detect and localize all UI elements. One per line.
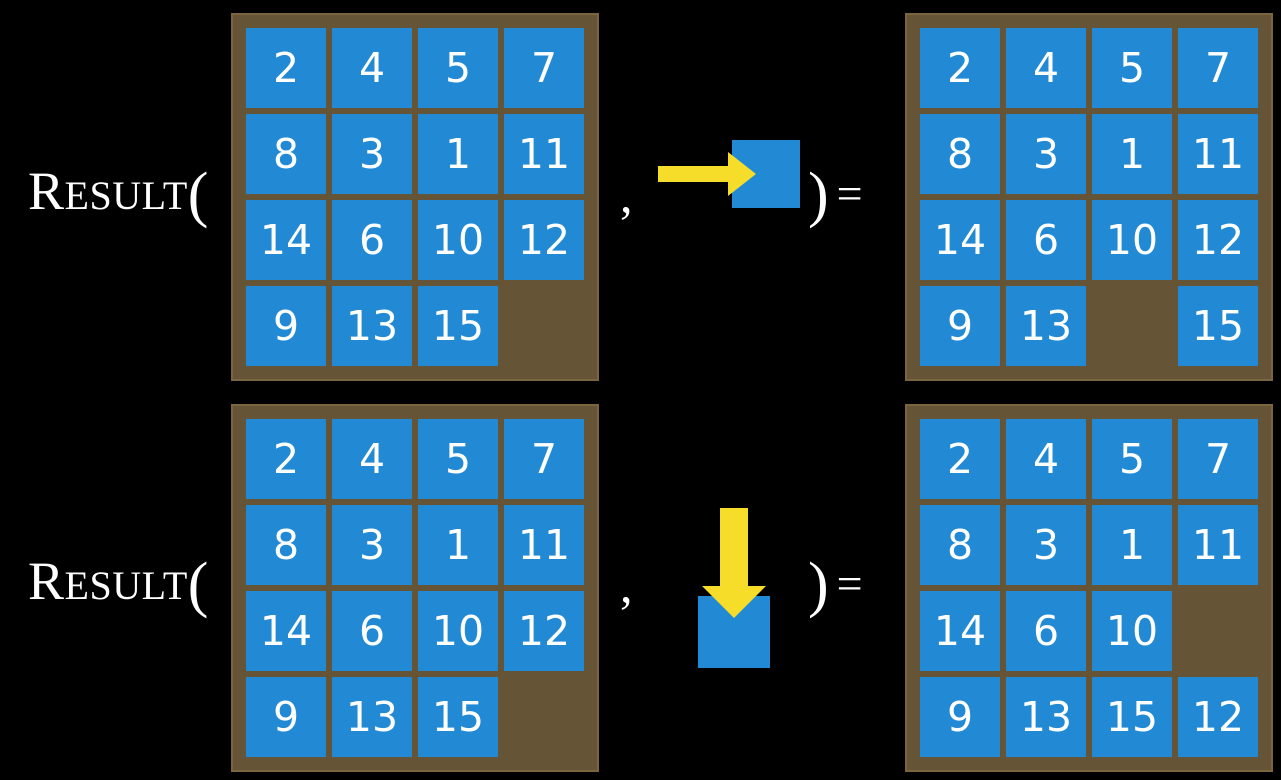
arrow-right-icon — [658, 140, 800, 208]
puzzle-tile: 5 — [1092, 419, 1172, 499]
puzzle-tile: 8 — [246, 114, 326, 194]
equals-sign: = — [836, 558, 863, 609]
puzzle-tile: 12 — [504, 591, 584, 671]
puzzle-tile: 10 — [1092, 200, 1172, 280]
puzzle-tile: 9 — [920, 286, 1000, 366]
puzzle-tile: 3 — [332, 114, 412, 194]
puzzle-tile: 9 — [920, 677, 1000, 757]
result-function-label-row-1: RESULT( — [28, 554, 209, 616]
puzzle-tile: 11 — [504, 505, 584, 585]
puzzle-tile: 13 — [332, 286, 412, 366]
puzzle-tile: 1 — [1092, 114, 1172, 194]
puzzle-blank-cell — [1178, 591, 1258, 671]
open-paren: ( — [187, 161, 209, 229]
puzzle-tile: 11 — [1178, 114, 1258, 194]
puzzle-tile: 3 — [1006, 505, 1086, 585]
puzzle-tile: 5 — [418, 28, 498, 108]
move-indicator-down-row-1 — [690, 500, 800, 670]
puzzle-tile: 13 — [1006, 677, 1086, 757]
argument-separator-comma-row-0: , — [620, 167, 633, 223]
puzzle-tile: 4 — [332, 419, 412, 499]
puzzle-tile: 14 — [246, 200, 326, 280]
puzzle-tile: 5 — [418, 419, 498, 499]
puzzle-blank-cell — [1092, 286, 1172, 366]
puzzle-tile: 14 — [920, 591, 1000, 671]
puzzle-tile: 14 — [920, 200, 1000, 280]
puzzle-tile: 12 — [1178, 200, 1258, 280]
close-paren-and-equals-row-0: )= — [808, 164, 863, 226]
puzzle-tile: 2 — [920, 419, 1000, 499]
puzzle-tile: 6 — [332, 200, 412, 280]
close-paren: ) — [808, 161, 829, 229]
puzzle-tile: 8 — [920, 114, 1000, 194]
result-label-rest: ESULT — [64, 173, 188, 218]
puzzle-tile: 9 — [246, 677, 326, 757]
puzzle-tile: 10 — [418, 591, 498, 671]
puzzle-tile: 8 — [920, 505, 1000, 585]
puzzle-tile: 7 — [1178, 419, 1258, 499]
move-indicator-right-row-0 — [652, 140, 800, 250]
puzzle-tile: 6 — [332, 591, 412, 671]
puzzle-tile: 1 — [1092, 505, 1172, 585]
puzzle-tile: 10 — [1092, 591, 1172, 671]
puzzle-blank-cell — [504, 677, 584, 757]
puzzle-tile: 15 — [1178, 286, 1258, 366]
result-label-initial: R — [28, 551, 65, 611]
puzzle-tile: 8 — [246, 505, 326, 585]
equals-sign: = — [836, 168, 863, 219]
puzzle-tile: 1 — [418, 114, 498, 194]
open-paren: ( — [187, 551, 209, 619]
puzzle-tile: 6 — [1006, 200, 1086, 280]
close-paren: ) — [808, 551, 829, 619]
puzzle-tile: 1 — [418, 505, 498, 585]
arrow-right-glyph — [658, 152, 756, 196]
puzzle-tile: 11 — [504, 114, 584, 194]
puzzle-tile: 4 — [1006, 28, 1086, 108]
puzzle-tile: 13 — [332, 677, 412, 757]
puzzle-tile: 2 — [246, 28, 326, 108]
result-function-label-row-0: RESULT( — [28, 164, 209, 226]
puzzle-tile: 7 — [504, 28, 584, 108]
puzzle-tile: 11 — [1178, 505, 1258, 585]
argument-separator-comma-row-1: , — [620, 557, 633, 613]
puzzle-tile: 15 — [418, 286, 498, 366]
puzzle-tile: 4 — [1006, 419, 1086, 499]
puzzle-tile: 12 — [504, 200, 584, 280]
puzzle-tile: 9 — [246, 286, 326, 366]
puzzle-tile: 10 — [418, 200, 498, 280]
arrow-down-icon — [698, 508, 770, 668]
puzzle-tile: 15 — [1092, 677, 1172, 757]
puzzle-tile: 13 — [1006, 286, 1086, 366]
puzzle-tile: 3 — [1006, 114, 1086, 194]
puzzle-tile: 6 — [1006, 591, 1086, 671]
puzzle-tile: 5 — [1092, 28, 1172, 108]
result-label-rest: ESULT — [64, 563, 188, 608]
puzzle-tile: 7 — [1178, 28, 1258, 108]
puzzle-tile: 7 — [504, 419, 584, 499]
puzzle-tile: 3 — [332, 505, 412, 585]
puzzle-tile: 15 — [418, 677, 498, 757]
puzzle-tile: 4 — [332, 28, 412, 108]
puzzle-tile: 14 — [246, 591, 326, 671]
puzzle-tile: 2 — [920, 28, 1000, 108]
puzzle-tile: 12 — [1178, 677, 1258, 757]
puzzle-blank-cell — [504, 286, 584, 366]
result-label-initial: R — [28, 161, 65, 221]
puzzle-tile: 2 — [246, 419, 326, 499]
close-paren-and-equals-row-1: )= — [808, 554, 863, 616]
arrow-down-glyph — [702, 508, 766, 618]
